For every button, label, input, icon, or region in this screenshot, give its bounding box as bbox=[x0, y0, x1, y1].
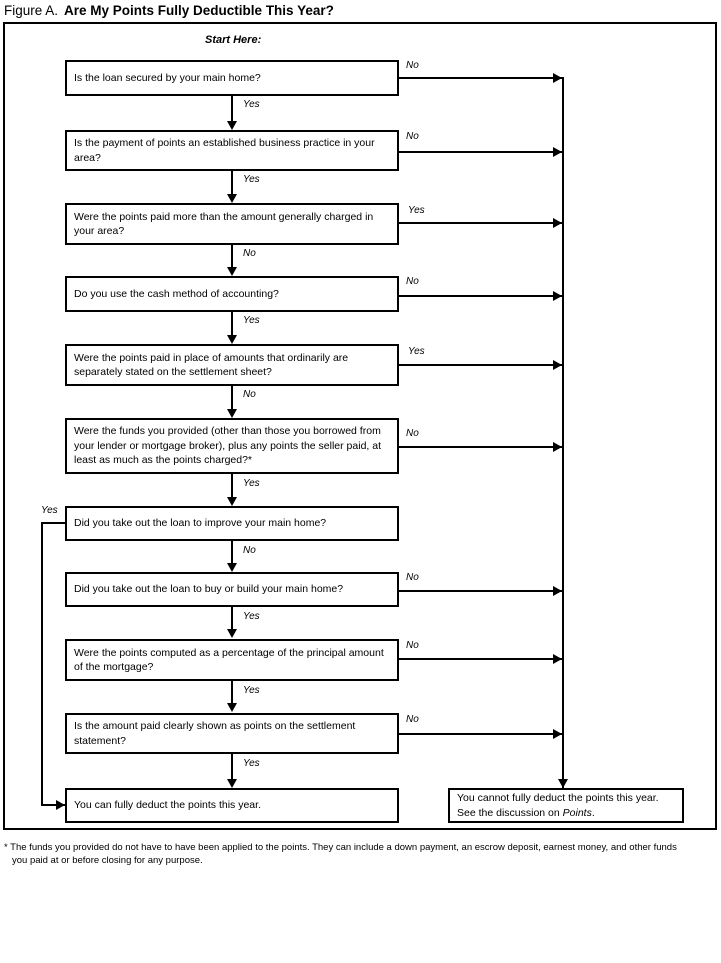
edge-q6-q7-arrow bbox=[227, 497, 237, 506]
edge-label-q9-down: Yes bbox=[243, 685, 260, 696]
edge-label-q6-right: No bbox=[406, 428, 419, 439]
edge-q4-right-arrow bbox=[553, 291, 562, 301]
edge-label-q3-down: No bbox=[243, 248, 256, 259]
edge-q8-right-line bbox=[398, 590, 564, 592]
edge-q8-q9-arrow bbox=[227, 629, 237, 638]
edge-label-q10-right: No bbox=[406, 714, 419, 725]
result-box-deductible-text: You can fully deduct the points this yea… bbox=[74, 799, 261, 812]
edge-q6-right-arrow bbox=[553, 442, 562, 452]
edge-q10-right-arrow bbox=[553, 729, 562, 739]
edge-label-q7-down: No bbox=[243, 545, 256, 556]
edge-q8-q9-line bbox=[231, 607, 233, 630]
edge-q1-q2-line bbox=[231, 96, 233, 122]
edge-q7-loop-arrow bbox=[56, 800, 65, 810]
result-not-deductible-part1: You cannot fully deduct the points this bbox=[457, 792, 636, 804]
edge-label-q9-right: No bbox=[406, 640, 419, 651]
edge-q10-result-arrow bbox=[227, 779, 237, 788]
edge-q2-right-arrow bbox=[553, 147, 562, 157]
edge-label-q6-down: Yes bbox=[243, 478, 260, 489]
edge-label-q1-down: Yes bbox=[243, 99, 260, 110]
decision-box-q9[interactable]: Were the points computed as a percentage… bbox=[65, 639, 399, 681]
edge-label-q3-right: Yes bbox=[408, 205, 425, 216]
edge-label-q1-right: No bbox=[406, 60, 419, 71]
decision-box-q10-text: Is the amount paid clearly shown as poin… bbox=[74, 720, 356, 747]
edge-q7-q8-line bbox=[231, 541, 233, 564]
edge-q7-loop-down-line bbox=[41, 522, 43, 805]
edge-q9-right-arrow bbox=[553, 654, 562, 664]
edge-q9-q10-line bbox=[231, 681, 233, 704]
decision-box-q8[interactable]: Did you take out the loan to buy or buil… bbox=[65, 572, 399, 607]
edge-label-q5-down: No bbox=[243, 389, 256, 400]
figure-title: Are My Points Fully Deductible This Year… bbox=[64, 3, 334, 18]
figure-caption: Figure A. Are My Points Fully Deductible … bbox=[4, 2, 334, 19]
edge-label-q10-down: Yes bbox=[243, 758, 260, 769]
decision-box-q10[interactable]: Is the amount paid clearly shown as poin… bbox=[65, 713, 399, 754]
edge-label-q7-left: Yes bbox=[41, 505, 58, 516]
edge-label-q8-down: Yes bbox=[243, 611, 260, 622]
edge-q3-q4-line bbox=[231, 245, 233, 268]
decision-box-q2[interactable]: Is the payment of points an established … bbox=[65, 130, 399, 171]
edge-label-q5-right: Yes bbox=[408, 346, 425, 357]
decision-box-q4-text: Do you use the cash method of accounting… bbox=[74, 287, 279, 300]
decision-box-q6[interactable]: Were the funds you provided (other than … bbox=[65, 418, 399, 474]
decision-box-q5[interactable]: Were the points paid in place of amounts… bbox=[65, 344, 399, 386]
edge-q7-loop-in-line bbox=[41, 804, 65, 806]
edge-q6-right-line bbox=[398, 446, 564, 448]
decision-box-q3[interactable]: Were the points paid more than the amoun… bbox=[65, 203, 399, 245]
decision-box-q9-text: Were the points computed as a percentage… bbox=[74, 646, 384, 674]
edge-q9-q10-arrow bbox=[227, 703, 237, 712]
edge-q3-right-arrow bbox=[553, 218, 562, 228]
result-not-deductible-reference: Points bbox=[562, 806, 592, 819]
result-box-not-deductible[interactable]: You cannot fully deduct the points this … bbox=[448, 788, 684, 823]
edge-q1-right-line bbox=[398, 77, 564, 79]
edge-label-q4-down: Yes bbox=[243, 315, 260, 326]
edge-label-q2-down: Yes bbox=[243, 174, 260, 185]
edge-q2-right-line bbox=[398, 151, 564, 153]
decision-box-q1-text: Is the loan secured by your main home? bbox=[74, 71, 261, 84]
edge-q8-right-arrow bbox=[553, 586, 562, 596]
result-box-deductible[interactable]: You can fully deduct the points this yea… bbox=[65, 788, 399, 823]
edge-q4-q5-line bbox=[231, 312, 233, 336]
decision-box-q1[interactable]: Is the loan secured by your main home? bbox=[65, 60, 399, 96]
result-not-deductible-period: . bbox=[591, 806, 595, 819]
right-collector-arrowhead bbox=[558, 779, 568, 788]
footnote-line-2: you paid at or before closing for any pu… bbox=[12, 854, 203, 866]
decision-box-q7[interactable]: Did you take out the loan to improve you… bbox=[65, 506, 399, 541]
edge-q7-left-line bbox=[41, 522, 66, 524]
edge-q1-q2-arrow bbox=[227, 121, 237, 130]
edge-q1-right-arrow bbox=[553, 73, 562, 83]
edge-q3-q4-arrow bbox=[227, 267, 237, 276]
edge-q5-right-line bbox=[398, 364, 564, 366]
edge-q2-q3-arrow bbox=[227, 194, 237, 203]
result-not-deductible-part2: year. See the discussion on bbox=[457, 792, 659, 819]
edge-q5-q6-line bbox=[231, 386, 233, 410]
edge-q9-right-line bbox=[398, 658, 564, 660]
edge-q4-q5-arrow bbox=[227, 335, 237, 344]
decision-box-q7-text: Did you take out the loan to improve you… bbox=[74, 517, 327, 530]
edge-q5-right-arrow bbox=[553, 360, 562, 370]
edge-q10-right-line bbox=[398, 733, 564, 735]
edge-label-q4-right: No bbox=[406, 276, 419, 287]
edge-q7-q8-arrow bbox=[227, 563, 237, 572]
edge-q5-q6-arrow bbox=[227, 409, 237, 418]
figure-footnote: * The funds you provided do not have to … bbox=[4, 842, 716, 867]
edge-label-q8-right: No bbox=[406, 572, 419, 583]
decision-box-q8-text: Did you take out the loan to buy or buil… bbox=[74, 583, 344, 596]
footnote-line-1: * The funds you provided do not have to … bbox=[4, 842, 677, 853]
edge-q4-right-line bbox=[398, 295, 564, 297]
decision-box-q6-text: Were the funds you provided (other than … bbox=[74, 425, 381, 467]
decision-box-q5-text: Were the points paid in place of amounts… bbox=[74, 351, 349, 379]
edge-q2-q3-line bbox=[231, 171, 233, 195]
decision-box-q2-text: Is the payment of points an established … bbox=[74, 137, 375, 164]
start-here-label: Start Here: bbox=[205, 34, 262, 46]
figure-label: Figure A. bbox=[4, 3, 59, 18]
decision-box-q3-text: Were the points paid more than the amoun… bbox=[74, 210, 374, 238]
edge-q6-q7-line bbox=[231, 474, 233, 498]
edge-q3-right-line bbox=[398, 222, 564, 224]
edge-q10-result-line bbox=[231, 754, 233, 780]
result-box-not-deductible-text: You cannot fully deduct the points this … bbox=[457, 791, 675, 820]
right-collector-line bbox=[562, 78, 564, 790]
edge-label-q2-right: No bbox=[406, 131, 419, 142]
decision-box-q4[interactable]: Do you use the cash method of accounting… bbox=[65, 276, 399, 312]
